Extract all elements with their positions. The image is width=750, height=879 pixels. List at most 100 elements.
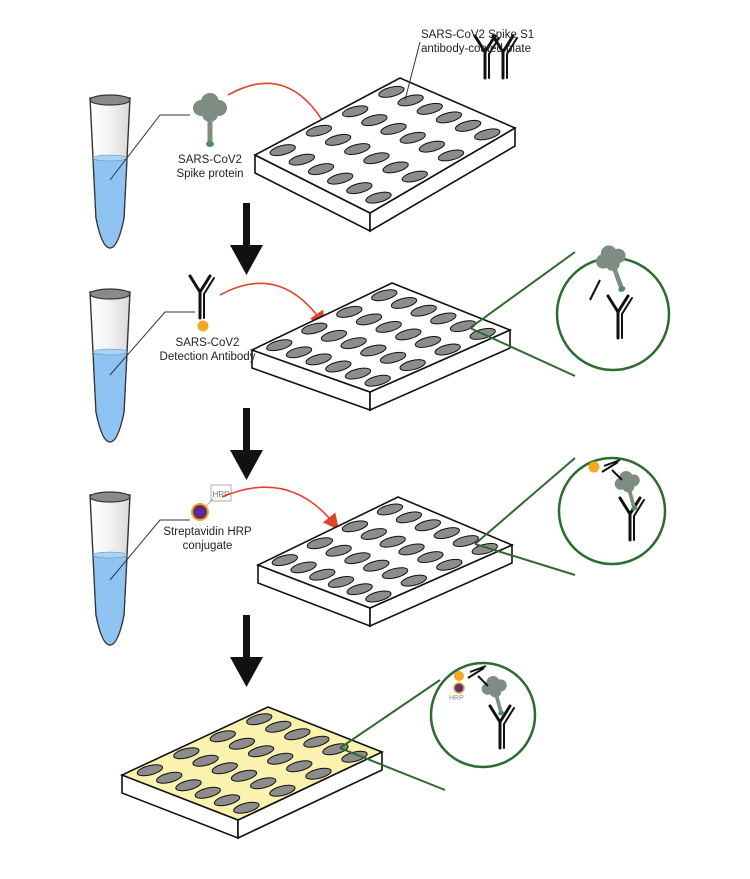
plate-well <box>325 360 352 373</box>
plate-well <box>286 760 313 773</box>
plate-well <box>307 163 335 176</box>
plate-well <box>401 170 428 183</box>
plate-well <box>346 583 373 596</box>
plate-step-3 <box>255 496 515 628</box>
transfer-arrow-2 <box>219 282 326 328</box>
plate-top <box>253 77 517 214</box>
plate-well <box>288 153 316 166</box>
test-tube-1 <box>89 94 131 249</box>
plate-well <box>309 568 336 581</box>
plate-well <box>301 322 328 335</box>
plate-well <box>454 119 482 132</box>
plate-well <box>371 289 398 302</box>
plate-well <box>380 122 407 135</box>
plate-well <box>324 133 352 146</box>
plate-well <box>341 520 369 533</box>
svg-text:HRP: HRP <box>213 490 230 499</box>
plate-well <box>361 114 388 127</box>
plate-well <box>211 762 238 775</box>
plate-well <box>269 144 296 157</box>
plate-well <box>364 374 391 387</box>
reagent-label-3-line1: Streptavidin HRP <box>163 526 252 538</box>
plate-well <box>346 182 373 195</box>
plate-well <box>305 767 332 780</box>
plate-well <box>173 747 200 760</box>
plate-well <box>360 344 387 357</box>
plate-well <box>269 784 296 797</box>
plate-well <box>434 343 461 356</box>
plate-well <box>452 535 479 547</box>
plate-well <box>417 551 444 564</box>
plate-well <box>363 559 390 572</box>
test-tube-2 <box>89 288 131 443</box>
reagent-label-1: SARS-CoV2 Spike protein <box>165 153 255 181</box>
leader-line-1 <box>109 114 190 181</box>
plate-well <box>290 561 317 574</box>
plate-well <box>399 359 426 372</box>
plate-well <box>360 528 387 540</box>
plate-well <box>342 105 369 118</box>
reagent-label-1-line1: SARS-CoV2 <box>178 154 242 166</box>
plate-well <box>355 313 383 326</box>
plate-well <box>305 353 332 366</box>
plate-well <box>416 102 443 115</box>
plate-top <box>119 706 385 821</box>
plate-well <box>379 351 407 364</box>
plate-well <box>375 320 402 333</box>
plate-well <box>267 752 294 765</box>
svg-text:HRP: HRP <box>449 695 464 702</box>
plate-well <box>381 567 409 580</box>
plate-well <box>365 191 392 204</box>
plate-well <box>435 111 463 124</box>
plate-well <box>136 764 164 777</box>
plate-well <box>376 503 404 516</box>
plate-well <box>192 754 219 767</box>
transfer-arrow-1 <box>227 82 332 136</box>
plate-well <box>175 779 202 792</box>
plate-well <box>194 786 221 799</box>
leader-line-2 <box>109 311 195 376</box>
plate-label-line1: SARS-CoV2 Spike S1 <box>421 29 535 41</box>
plate-well <box>303 735 330 748</box>
plate-well <box>285 346 313 359</box>
plate-well <box>233 801 260 814</box>
plate-well <box>398 543 425 556</box>
zoom-view-step-2 <box>469 240 671 377</box>
plate-label: SARS-CoV2 Spike S1 antibody-coated plate <box>421 28 534 56</box>
plate-well <box>418 140 446 153</box>
plate-well <box>327 575 355 588</box>
plate-step-4 <box>119 706 385 840</box>
plate-well <box>397 94 424 107</box>
plate-well <box>363 152 390 165</box>
reagent-label-2-line2: Detection Antibody <box>159 351 256 363</box>
plate-well <box>325 544 352 557</box>
plate-well <box>395 328 422 341</box>
plate-well <box>344 367 372 380</box>
plate-well <box>271 554 299 567</box>
plate-well <box>265 720 292 733</box>
plate-well <box>284 728 311 741</box>
reagent-label-2-line1: SARS-CoV2 <box>175 337 240 349</box>
plate-well <box>336 305 363 318</box>
plate-step-2 <box>249 282 513 412</box>
plate-well <box>156 771 183 784</box>
reagent-label-3: Streptavidin HRP conjugate <box>150 525 265 553</box>
plate-well <box>266 339 293 352</box>
plate-step-1 <box>253 77 517 233</box>
plate-well <box>378 85 405 98</box>
detection-antibody-icon <box>188 274 216 332</box>
plate-well <box>474 128 501 141</box>
plate-well <box>327 172 354 185</box>
down-arrow-1 <box>230 203 263 275</box>
plate-well <box>400 574 428 587</box>
leader-line-3 <box>109 519 190 581</box>
plate-well <box>382 161 409 174</box>
plate-well <box>390 297 418 309</box>
test-tube-3 <box>89 491 131 646</box>
plate-well <box>414 336 442 348</box>
plate-top <box>255 496 515 609</box>
plate-well <box>340 337 367 350</box>
plate-well <box>410 304 437 317</box>
plate-well <box>306 537 334 550</box>
